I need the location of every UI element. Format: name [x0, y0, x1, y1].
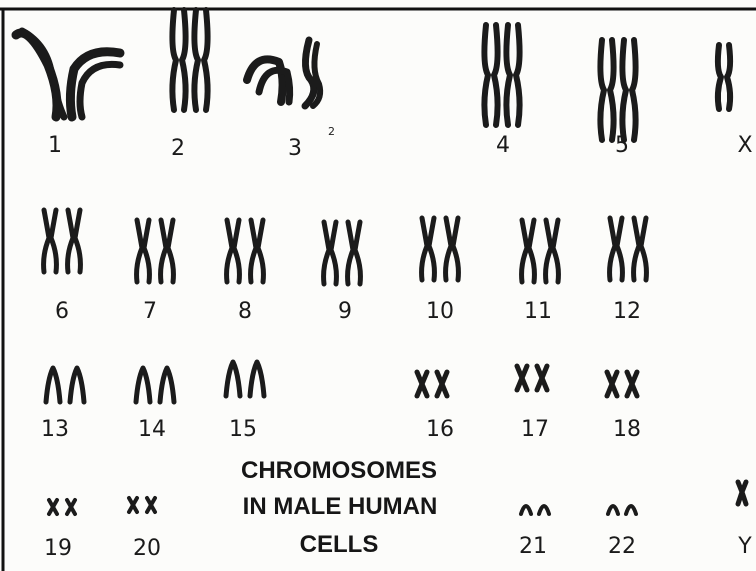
chromosome-label-21: 21 [519, 534, 547, 559]
chromosome-label-7: 7 [143, 299, 157, 324]
chromosome-17 [517, 366, 547, 390]
chromosome-22 [608, 506, 636, 514]
chromosome-label-16: 16 [426, 417, 454, 442]
chromosome-13 [46, 368, 84, 402]
chromosome-6 [44, 210, 81, 272]
chromosome-y [738, 482, 746, 504]
chromosome-label-20: 20 [133, 536, 161, 561]
chromosome-label-x: X [737, 133, 752, 158]
chromosome-label-15: 15 [229, 417, 257, 442]
chromosome-18 [607, 372, 637, 396]
chromosome-12 [610, 218, 647, 280]
chromosome-label-22: 22 [608, 534, 636, 559]
chromosome-2 [172, 10, 207, 110]
chromosome-15 [226, 362, 264, 396]
chromosome-x [718, 45, 730, 109]
chromosome-3 [247, 40, 320, 106]
chromosome-label-14: 14 [138, 417, 166, 442]
stray-mark: 2 [328, 125, 335, 138]
chromosome-label-4: 4 [496, 133, 510, 158]
chromosome-14 [136, 368, 174, 402]
caption-line-2: IN MALE HUMAN [243, 493, 438, 520]
chromosome-label-12: 12 [613, 299, 641, 324]
chromosome-11 [522, 220, 559, 282]
chromosome-1 [16, 31, 120, 117]
caption-line-1: CHROMOSOMES [241, 457, 437, 484]
chromosome-label-1: 1 [48, 133, 62, 158]
chromosome-16 [417, 372, 447, 396]
chromosome-label-13: 13 [41, 417, 69, 442]
chromosome-label-17: 17 [521, 417, 549, 442]
chromosome-4 [484, 25, 519, 125]
chromosome-label-6: 6 [55, 299, 69, 324]
chromosome-label-19: 19 [44, 536, 72, 561]
chromosome-5 [600, 40, 635, 140]
chromosome-21 [521, 506, 549, 514]
chromosome-label-3: 3 [288, 136, 302, 161]
chromosome-9 [324, 222, 361, 284]
chromosome-label-11: 11 [524, 299, 552, 324]
caption-line-3: CELLS [300, 531, 379, 558]
chromosome-label-10: 10 [426, 299, 454, 324]
chromosome-label-y: Y [737, 534, 752, 559]
chromosome-10 [422, 218, 459, 280]
chromosome-label-18: 18 [613, 417, 641, 442]
chromosome-label-2: 2 [171, 136, 185, 161]
chromosome-label-9: 9 [338, 299, 352, 324]
chromosome-20 [129, 498, 155, 512]
chromosome-label-5: 5 [615, 133, 629, 158]
chromosome-19 [49, 500, 75, 514]
chromosome-8 [227, 220, 264, 282]
chromosome-7 [137, 220, 174, 282]
chromosome-label-8: 8 [238, 299, 252, 324]
